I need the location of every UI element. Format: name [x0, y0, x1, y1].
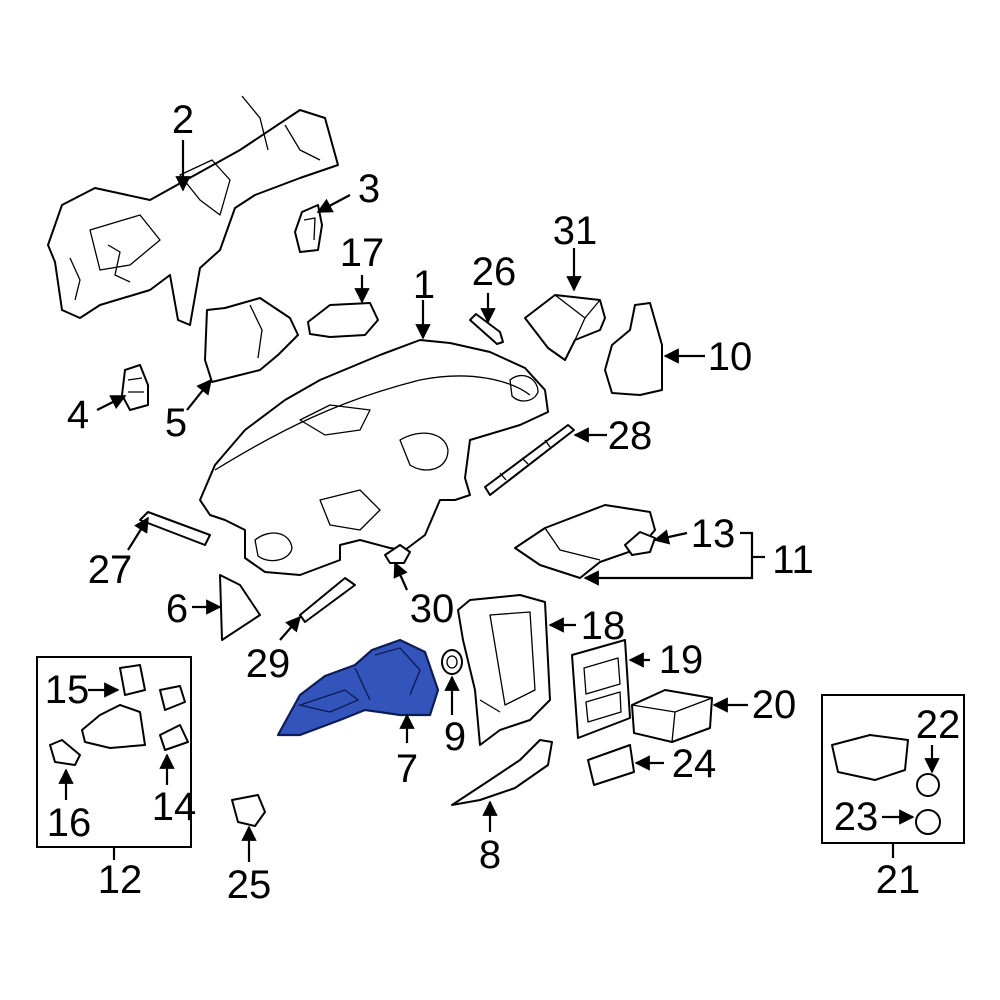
callout-8[interactable]: 8: [479, 833, 501, 877]
callout-23[interactable]: 23: [834, 795, 879, 839]
callout-2[interactable]: 2: [172, 98, 194, 142]
callout-17[interactable]: 17: [340, 231, 385, 275]
part-6-end-cap[interactable]: [219, 574, 261, 641]
part-9-grommet[interactable]: [441, 649, 463, 675]
callout-27[interactable]: 27: [88, 548, 133, 592]
callout-3[interactable]: 3: [358, 167, 380, 211]
part-20-control-module[interactable]: [631, 689, 713, 743]
part-5-bracket[interactable]: [204, 297, 299, 383]
callout-16[interactable]: 16: [47, 801, 92, 845]
callout-21[interactable]: 21: [876, 858, 921, 902]
callout-15[interactable]: 15: [45, 668, 90, 712]
part-4-bracket[interactable]: [121, 364, 149, 411]
callout-20[interactable]: 20: [752, 683, 797, 727]
callout-28[interactable]: 28: [608, 414, 653, 458]
callout-19[interactable]: 19: [659, 638, 704, 682]
part-27-trim-strip[interactable]: [139, 511, 211, 546]
callout-1[interactable]: 1: [413, 263, 435, 307]
callout-22[interactable]: 22: [916, 703, 961, 747]
part-25-sensor[interactable]: [231, 794, 266, 827]
leader-lines: [58, 140, 940, 862]
callout-12[interactable]: 12: [98, 858, 143, 902]
callout-7[interactable]: 7: [396, 747, 418, 791]
callout-13[interactable]: 13: [691, 512, 736, 556]
part-2-crossmember[interactable]: [47, 95, 339, 326]
callout-25[interactable]: 25: [227, 863, 272, 907]
callout-9[interactable]: 9: [444, 715, 466, 759]
part-30-clip[interactable]: [384, 544, 411, 564]
callout-29[interactable]: 29: [246, 642, 291, 686]
callout-6[interactable]: 6: [166, 587, 188, 631]
part-12-group[interactable]: [49, 664, 189, 766]
part-31-airbag[interactable]: [524, 294, 606, 361]
callout-numbers: 1 2 3 4 5 6 7 8 9 10 11 12 13 14 15 16 1…: [45, 98, 961, 907]
part-10-side-panel[interactable]: [604, 302, 663, 396]
callout-31[interactable]: 31: [553, 209, 598, 253]
callout-26[interactable]: 26: [472, 250, 517, 294]
callout-14[interactable]: 14: [152, 785, 197, 829]
callout-4[interactable]: 4: [67, 393, 89, 437]
part-8-console-trim[interactable]: [451, 739, 553, 806]
part-28-trim-strip[interactable]: [484, 424, 575, 496]
part-7-knee-bolster[interactable]: [276, 638, 440, 737]
callout-18[interactable]: 18: [581, 604, 626, 648]
part-13-latch[interactable]: [624, 531, 656, 556]
callout-24[interactable]: 24: [672, 742, 717, 786]
callout-11[interactable]: 11: [772, 538, 814, 582]
part-1-instrument-panel[interactable]: [199, 339, 549, 576]
part-24-cover-plate[interactable]: [587, 744, 635, 786]
part-21-group[interactable]: [831, 734, 941, 835]
callout-5[interactable]: 5: [165, 401, 187, 445]
part-19-bezel[interactable]: [571, 639, 631, 739]
part-26-trim-strip[interactable]: [469, 313, 504, 345]
part-29-trim-strip[interactable]: [299, 577, 356, 623]
part-18-center-bezel[interactable]: [457, 594, 551, 746]
part-17-cover[interactable]: [307, 302, 379, 338]
part-3-bracket[interactable]: [294, 204, 323, 253]
callout-30[interactable]: 30: [410, 587, 455, 631]
callout-10[interactable]: 10: [708, 335, 753, 379]
